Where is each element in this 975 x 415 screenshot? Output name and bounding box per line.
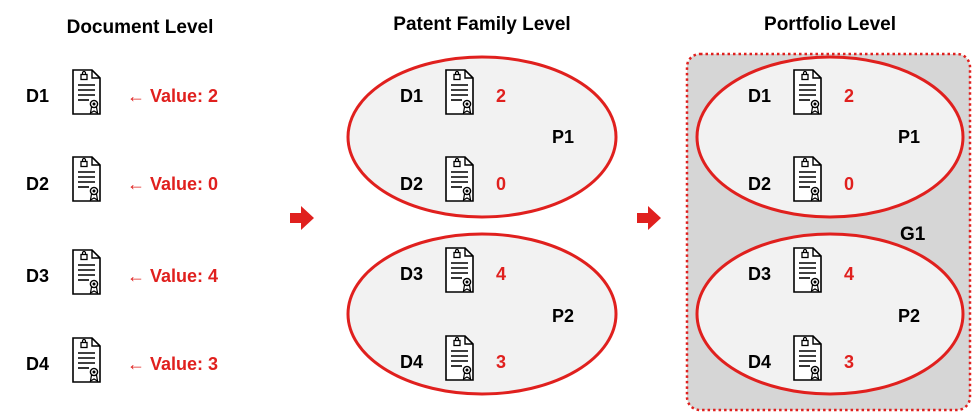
patent-family-p2: D3 4 D4 3 P2 <box>346 232 618 396</box>
document-value: 4 <box>844 264 854 284</box>
document-value: 2 <box>844 86 854 106</box>
document-value: 0 <box>844 174 854 194</box>
certificate-document-icon <box>793 335 822 381</box>
document-row: D3 ← Value: 4 <box>26 249 218 295</box>
document-value-label: ← Value: 3 <box>127 354 218 374</box>
portfolio-g1: G1 D1 2 D2 0 P1 D3 4 D4 3 P2 <box>685 52 972 412</box>
document-row: D4 ← Value: 3 <box>26 337 218 383</box>
family-ellipse <box>695 55 965 219</box>
document-id-label: D3 <box>26 266 49 286</box>
patent-family-level-header: Patent Family Level <box>393 14 570 35</box>
family-ellipse <box>346 55 618 219</box>
document-id-label: D4 <box>26 354 49 374</box>
certificate-document-icon <box>72 156 101 202</box>
certificate-document-icon <box>445 69 474 115</box>
family-label: P2 <box>898 306 920 326</box>
document-id-label: D2 <box>400 174 423 194</box>
certificate-document-icon <box>793 156 822 202</box>
document-id-label: D4 <box>400 352 423 372</box>
document-id-label: D3 <box>400 264 423 284</box>
certificate-document-icon <box>72 69 101 115</box>
portfolio-label: G1 <box>900 224 926 245</box>
document-value: 0 <box>496 174 506 194</box>
document-id-label: D3 <box>748 264 771 284</box>
document-value: 2 <box>496 86 506 106</box>
document-level-header: Document Level <box>67 17 214 38</box>
document-value: 3 <box>496 352 506 372</box>
right-arrow-icon <box>637 206 661 230</box>
document-value-label: ← Value: 4 <box>127 266 218 286</box>
document-value: 3 <box>844 352 854 372</box>
family-label: P1 <box>898 127 920 147</box>
right-arrow-icon <box>290 206 314 230</box>
certificate-document-icon <box>445 156 474 202</box>
certificate-document-icon <box>72 337 101 383</box>
family-label: P1 <box>552 127 574 147</box>
certificate-document-icon <box>445 335 474 381</box>
certificate-document-icon <box>445 247 474 293</box>
certificate-document-icon <box>793 69 822 115</box>
document-value-label: ← Value: 0 <box>127 174 218 194</box>
document-id-label: D1 <box>748 86 771 106</box>
certificate-document-icon <box>793 247 822 293</box>
document-id-label: D1 <box>400 86 423 106</box>
document-id-label: D4 <box>748 352 771 372</box>
family-ellipse <box>346 232 618 396</box>
patent-family-p1: D1 2 D2 0 P1 <box>346 55 618 219</box>
document-id-label: D2 <box>748 174 771 194</box>
family-label: P2 <box>552 306 574 326</box>
portfolio-level-header: Portfolio Level <box>764 14 896 35</box>
document-id-label: D2 <box>26 174 49 194</box>
document-row: D1 ← Value: 2 <box>26 69 218 115</box>
family-ellipse <box>695 232 965 396</box>
certificate-document-icon <box>72 249 101 295</box>
document-value-label: ← Value: 2 <box>127 86 218 106</box>
document-row: D2 ← Value: 0 <box>26 156 218 202</box>
document-id-label: D1 <box>26 86 49 106</box>
document-value: 4 <box>496 264 506 284</box>
